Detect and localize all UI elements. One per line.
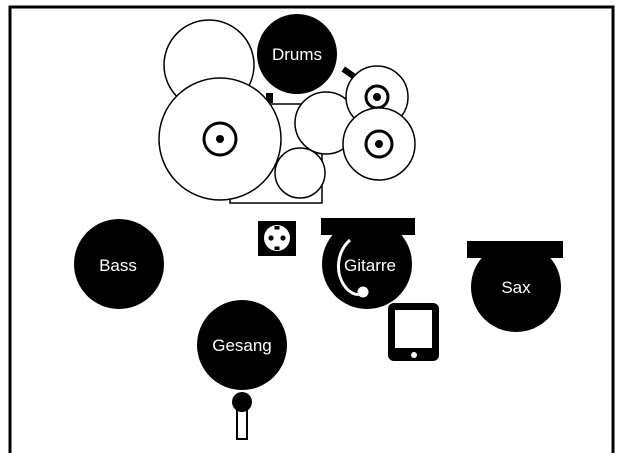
drum-kit: Drums	[158, 14, 416, 204]
gitarre-label: Gitarre	[344, 256, 396, 275]
drum-clamp-icon	[266, 93, 273, 103]
sax-label: Sax	[501, 278, 531, 297]
power-outlet-icon	[258, 221, 296, 256]
hihat-center	[373, 93, 381, 101]
tablet-icon	[388, 303, 439, 361]
bass-label: Bass	[99, 256, 137, 275]
drums-label: Drums	[272, 45, 322, 64]
gesang-label: Gesang	[212, 336, 272, 355]
snare-drum-icon	[274, 147, 326, 199]
gesang-position: Gesang	[197, 300, 287, 440]
guitar-jack-icon	[357, 286, 369, 298]
ride-cymbal-bell	[216, 135, 224, 143]
bass-position-marker	[74, 219, 164, 309]
microphone-icon	[232, 392, 252, 440]
floor-tom-center	[375, 140, 383, 148]
sax-position: Sax	[467, 241, 563, 332]
hihat-stand-icon	[341, 66, 357, 80]
bass-position: Bass	[74, 219, 164, 309]
sax-position-marker	[471, 242, 561, 332]
drums-position-marker	[257, 14, 337, 94]
gitarre-position: Gitarre	[321, 218, 415, 309]
stage-border	[8, 5, 615, 453]
gesang-position-marker	[197, 300, 287, 390]
